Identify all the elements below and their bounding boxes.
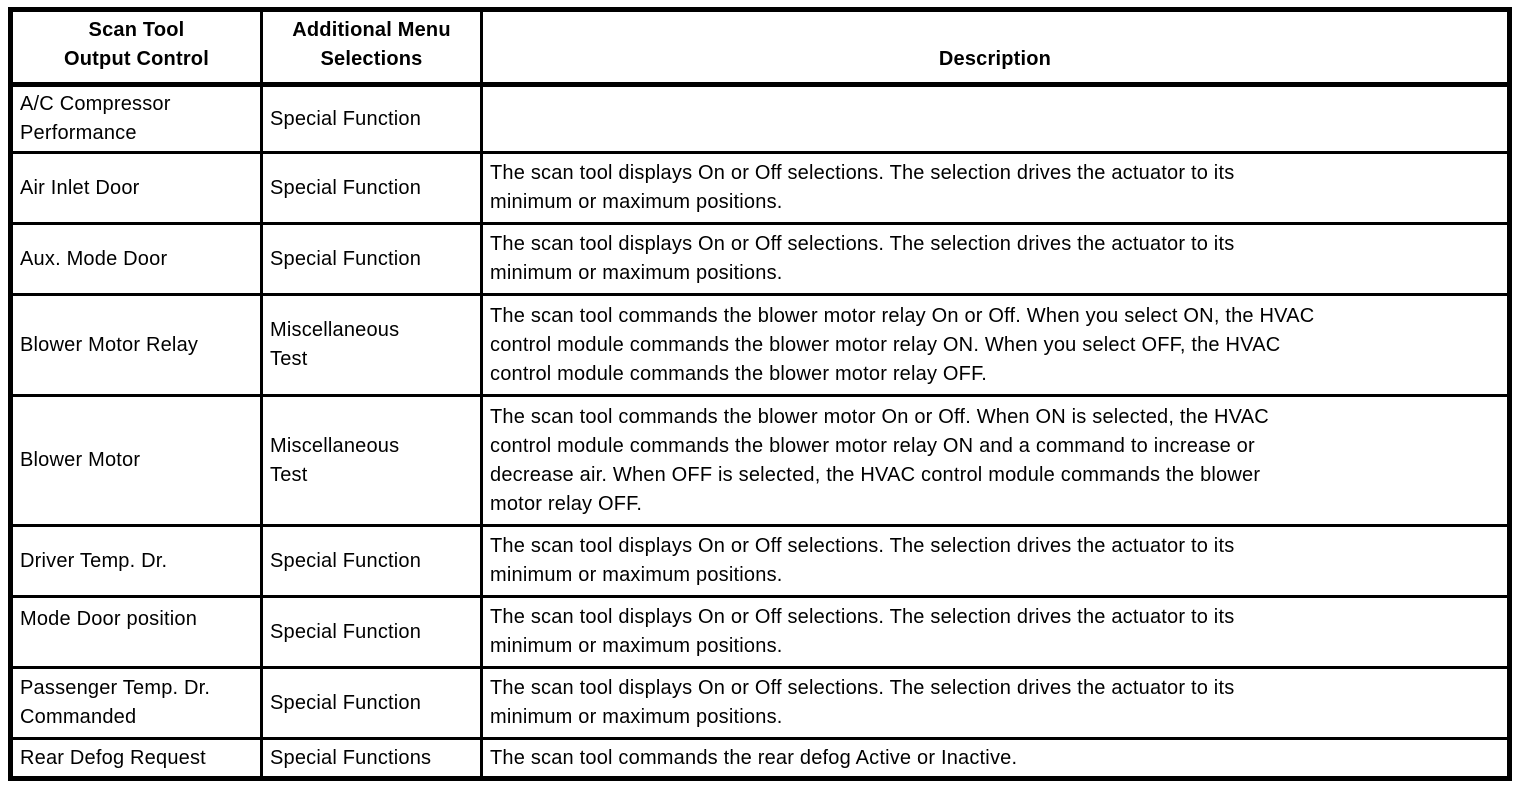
cell-menu-selection: Special Functions bbox=[260, 737, 483, 780]
cell-menu-selection: Special Function bbox=[260, 222, 483, 296]
table-row: Mode Door position Special Function The … bbox=[9, 595, 1511, 669]
table-row: Blower Motor Miscellaneous Test The scan… bbox=[9, 394, 1511, 527]
table-row: Aux. Mode Door Special Function The scan… bbox=[9, 222, 1511, 296]
cell-menu-selection: Special Function bbox=[260, 151, 483, 225]
cell-description: The scan tool commands the blower motor … bbox=[480, 394, 1511, 527]
cell-description: The scan tool displays On or Off selecti… bbox=[480, 524, 1511, 598]
cell-description: The scan tool displays On or Off selecti… bbox=[480, 222, 1511, 296]
cell-output-control: Rear Defog Request bbox=[9, 737, 263, 780]
cell-menu-selection: Special Function bbox=[260, 83, 483, 154]
cell-menu-selection: Special Function bbox=[260, 595, 483, 669]
cell-menu-selection: Special Function bbox=[260, 666, 483, 740]
cell-output-control: Blower Motor bbox=[9, 394, 263, 527]
cell-output-control: Air Inlet Door bbox=[9, 151, 263, 225]
cell-menu-selection: Special Function bbox=[260, 524, 483, 598]
cell-output-control: Driver Temp. Dr. bbox=[9, 524, 263, 598]
cell-description bbox=[480, 83, 1511, 154]
cell-output-control: Aux. Mode Door bbox=[9, 222, 263, 296]
cell-output-control: Mode Door position bbox=[9, 595, 263, 669]
cell-description: The scan tool displays On or Off selecti… bbox=[480, 666, 1511, 740]
cell-output-control: Blower Motor Relay bbox=[9, 293, 263, 397]
table-row: Air Inlet Door Special Function The scan… bbox=[9, 151, 1511, 225]
table-row: Rear Defog Request Special Functions The… bbox=[9, 737, 1511, 780]
table-row: A/C Compressor Performance Special Funct… bbox=[9, 83, 1511, 154]
column-header-description: Description bbox=[480, 8, 1511, 87]
cell-description: The scan tool displays On or Off selecti… bbox=[480, 151, 1511, 225]
cell-menu-selection: Miscellaneous Test bbox=[260, 293, 483, 397]
cell-description: The scan tool displays On or Off selecti… bbox=[480, 595, 1511, 669]
table-row: Blower Motor Relay Miscellaneous Test Th… bbox=[9, 293, 1511, 397]
scan-tool-output-controls-table: Scan Tool Output Control Additional Menu… bbox=[8, 7, 1512, 781]
cell-output-control: Passenger Temp. Dr. Commanded bbox=[9, 666, 263, 740]
cell-menu-selection: Miscellaneous Test bbox=[260, 394, 483, 527]
table-header-row: Scan Tool Output Control Additional Menu… bbox=[9, 8, 1511, 87]
cell-description: The scan tool commands the rear defog Ac… bbox=[480, 737, 1511, 780]
column-header-additional-menu-selections: Additional Menu Selections bbox=[260, 8, 483, 87]
table-row: Driver Temp. Dr. Special Function The sc… bbox=[9, 524, 1511, 598]
column-header-scan-tool-output-control: Scan Tool Output Control bbox=[9, 8, 263, 87]
table-row: Passenger Temp. Dr. Commanded Special Fu… bbox=[9, 666, 1511, 740]
cell-output-control: A/C Compressor Performance bbox=[9, 83, 263, 154]
cell-description: The scan tool commands the blower motor … bbox=[480, 293, 1511, 397]
